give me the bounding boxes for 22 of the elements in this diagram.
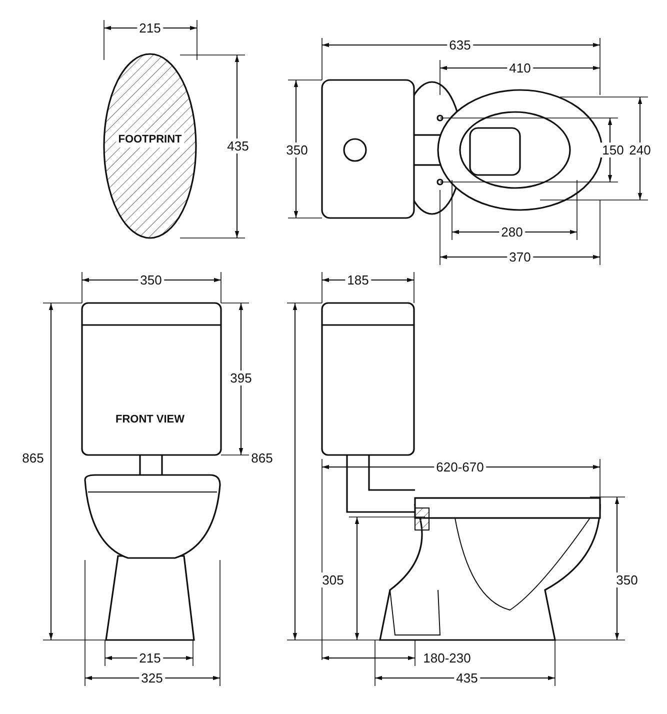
dimension-label: 435 <box>454 670 480 686</box>
dimension-label: 325 <box>139 670 165 686</box>
dimension-label: 185 <box>345 272 371 288</box>
dimension-label: 305 <box>320 572 346 588</box>
dimension-label: 215 <box>137 650 163 666</box>
dimension-label: 635 <box>447 38 473 52</box>
dimension-label: 180-230 <box>421 650 473 666</box>
dimension-label: 280 <box>499 224 525 240</box>
dimension-label: 150 <box>600 142 626 158</box>
dimension-label: 350 <box>138 272 164 288</box>
dimension-label: 350 <box>614 572 640 588</box>
dimension-label: 865 <box>20 450 46 466</box>
dimension-label: 240 <box>627 142 653 158</box>
dimension-label: 395 <box>228 370 254 386</box>
dimension-label: 370 <box>507 250 533 264</box>
dimension-label: 215 <box>137 20 163 36</box>
dimension-label: 620-670 <box>434 460 486 474</box>
dimension-label: 435 <box>225 138 251 154</box>
view-label: FOOTPRINT <box>116 132 184 148</box>
dimension-label: 865 <box>249 450 275 466</box>
dimension-label: 350 <box>284 142 310 158</box>
dimension-label: 410 <box>507 60 533 76</box>
